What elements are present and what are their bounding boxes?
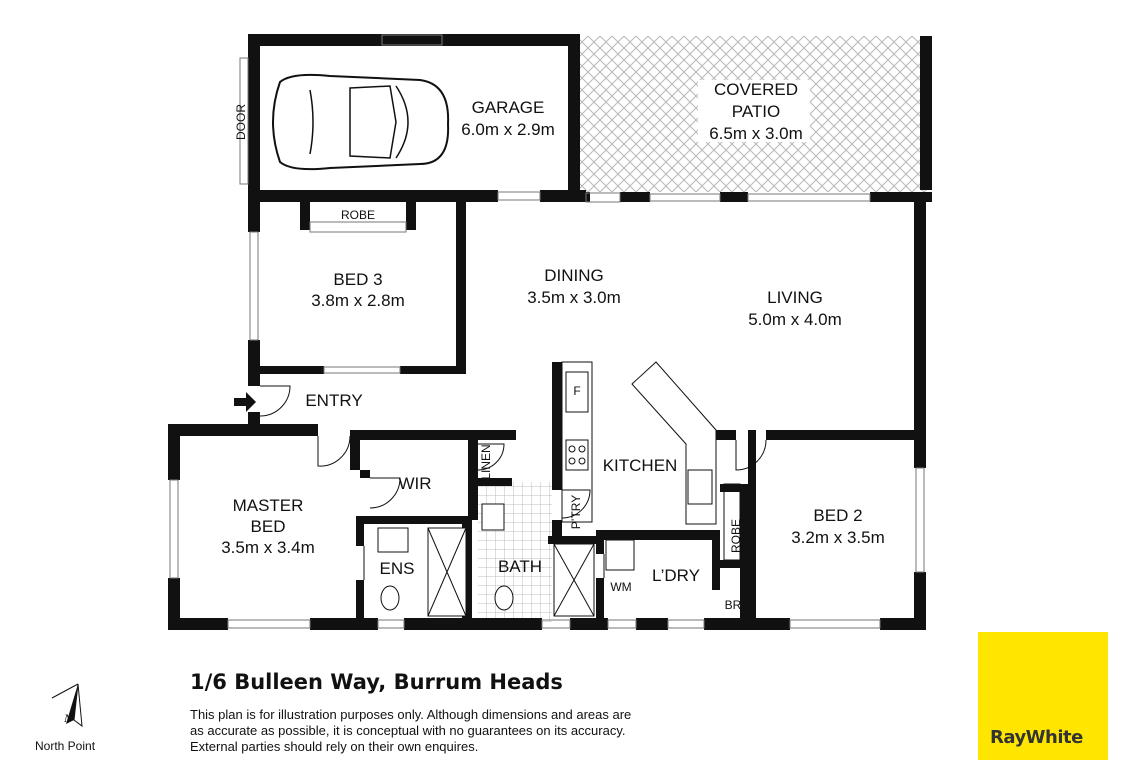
patio-size: 6.5m x 3.0m [709, 124, 803, 143]
garage-label: GARAGE [472, 98, 545, 117]
kitchen-bench [561, 361, 741, 571]
br-label: BR [725, 598, 742, 612]
floor-plan: GARAGE 6.0m x 2.9m COVERED PATIO 6.5m x … [168, 34, 932, 630]
linen-label: LINEN [479, 444, 493, 479]
door-swings [259, 385, 767, 580]
entry-label: ENTRY [305, 391, 362, 410]
fridge-label: F [573, 384, 580, 398]
bath-label: BATH [498, 557, 542, 576]
walls [168, 34, 932, 630]
master-label-line1: MASTER [233, 496, 304, 515]
dining-label: DINING [544, 266, 604, 285]
disclaimer-line: External parties should rely on their ow… [190, 739, 479, 754]
car-icon [272, 73, 450, 171]
wir-label: WIR [398, 474, 431, 493]
patio-label-line2: PATIO [732, 102, 781, 121]
laundry-label: L’DRY [652, 566, 700, 585]
master-label-line2: BED [251, 517, 286, 536]
bed2-size: 3.2m x 3.5m [791, 528, 885, 547]
master-size: 3.5m x 3.4m [221, 538, 315, 557]
bath-tile-floor [478, 482, 552, 622]
garage-door-label: DOOR [234, 104, 248, 140]
kitchen-label: KITCHEN [603, 456, 678, 475]
bed3-size: 3.8m x 2.8m [311, 291, 405, 310]
bed3-label: BED 3 [333, 270, 382, 289]
living-size: 5.0m x 4.0m [748, 310, 842, 329]
garage-size: 6.0m x 2.9m [461, 120, 555, 139]
patio-label-line1: COVERED [714, 80, 798, 99]
north-letter: N [63, 711, 73, 725]
living-label: LIVING [767, 288, 823, 307]
bath-fixtures [377, 503, 595, 617]
bed3-robe-label: ROBE [341, 208, 375, 222]
wm-label: WM [610, 580, 631, 594]
disclaimer-line: as accurate as possible, it is conceptua… [190, 723, 626, 738]
ens-label: ENS [380, 559, 415, 578]
dining-size: 3.5m x 3.0m [527, 288, 621, 307]
windows [169, 34, 925, 629]
north-point-label: North Point [35, 739, 96, 753]
north-arrow-icon: N [51, 683, 83, 728]
logo-text: RayWhite [990, 727, 1083, 748]
raywhite-logo: RayWhite [978, 632, 1108, 760]
entry-arrow-icon [234, 392, 256, 412]
disclaimer-line: This plan is for illustration purposes o… [190, 707, 632, 722]
pantry-label: P’TRY [569, 495, 583, 529]
bed2-robe-label: ROBE [729, 519, 743, 553]
bed2-label: BED 2 [813, 506, 862, 525]
disclaimer: This plan is for illustration purposes o… [190, 707, 670, 755]
property-address: 1/6 Bulleen Way, Burrum Heads [190, 670, 563, 694]
